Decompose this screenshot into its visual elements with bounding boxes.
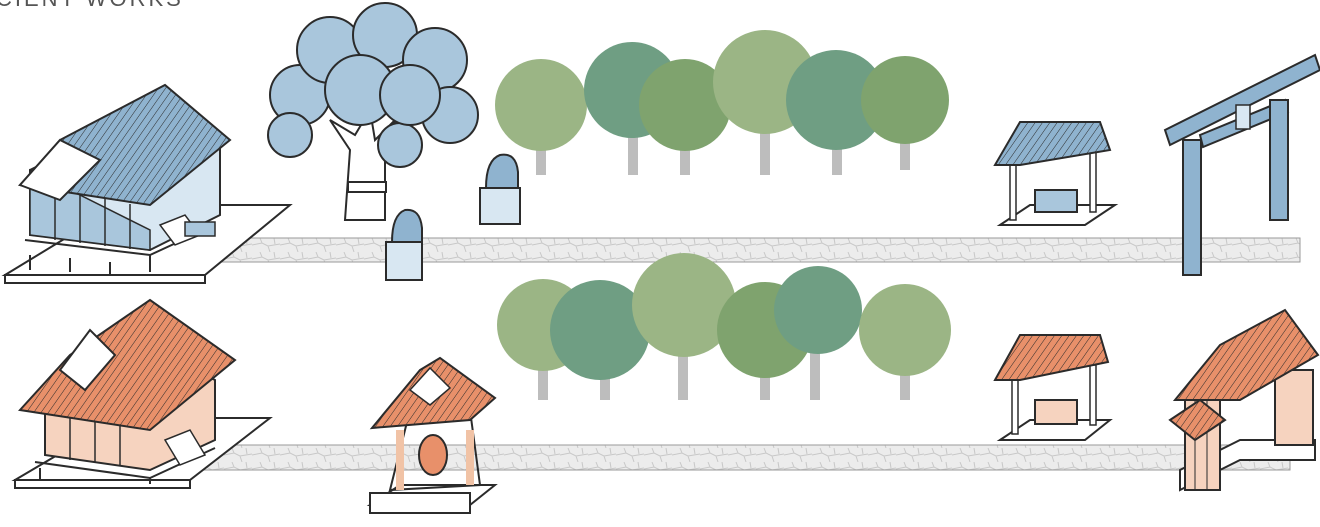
sacred-tree: [268, 3, 478, 220]
tree-grove-top: [495, 30, 949, 175]
temple-row-orange: [15, 253, 1318, 513]
komainu-left: [386, 210, 422, 280]
stone-path-top: [170, 238, 1300, 262]
bell-tower: [370, 358, 495, 513]
chozuya-orange: [995, 335, 1110, 440]
komainu-right: [480, 155, 520, 224]
stone-path-bottom: [160, 445, 1290, 470]
shrine-row-blue: [5, 3, 1320, 283]
chozuya-blue: [995, 122, 1115, 225]
tree-grove-bottom: [497, 253, 951, 400]
